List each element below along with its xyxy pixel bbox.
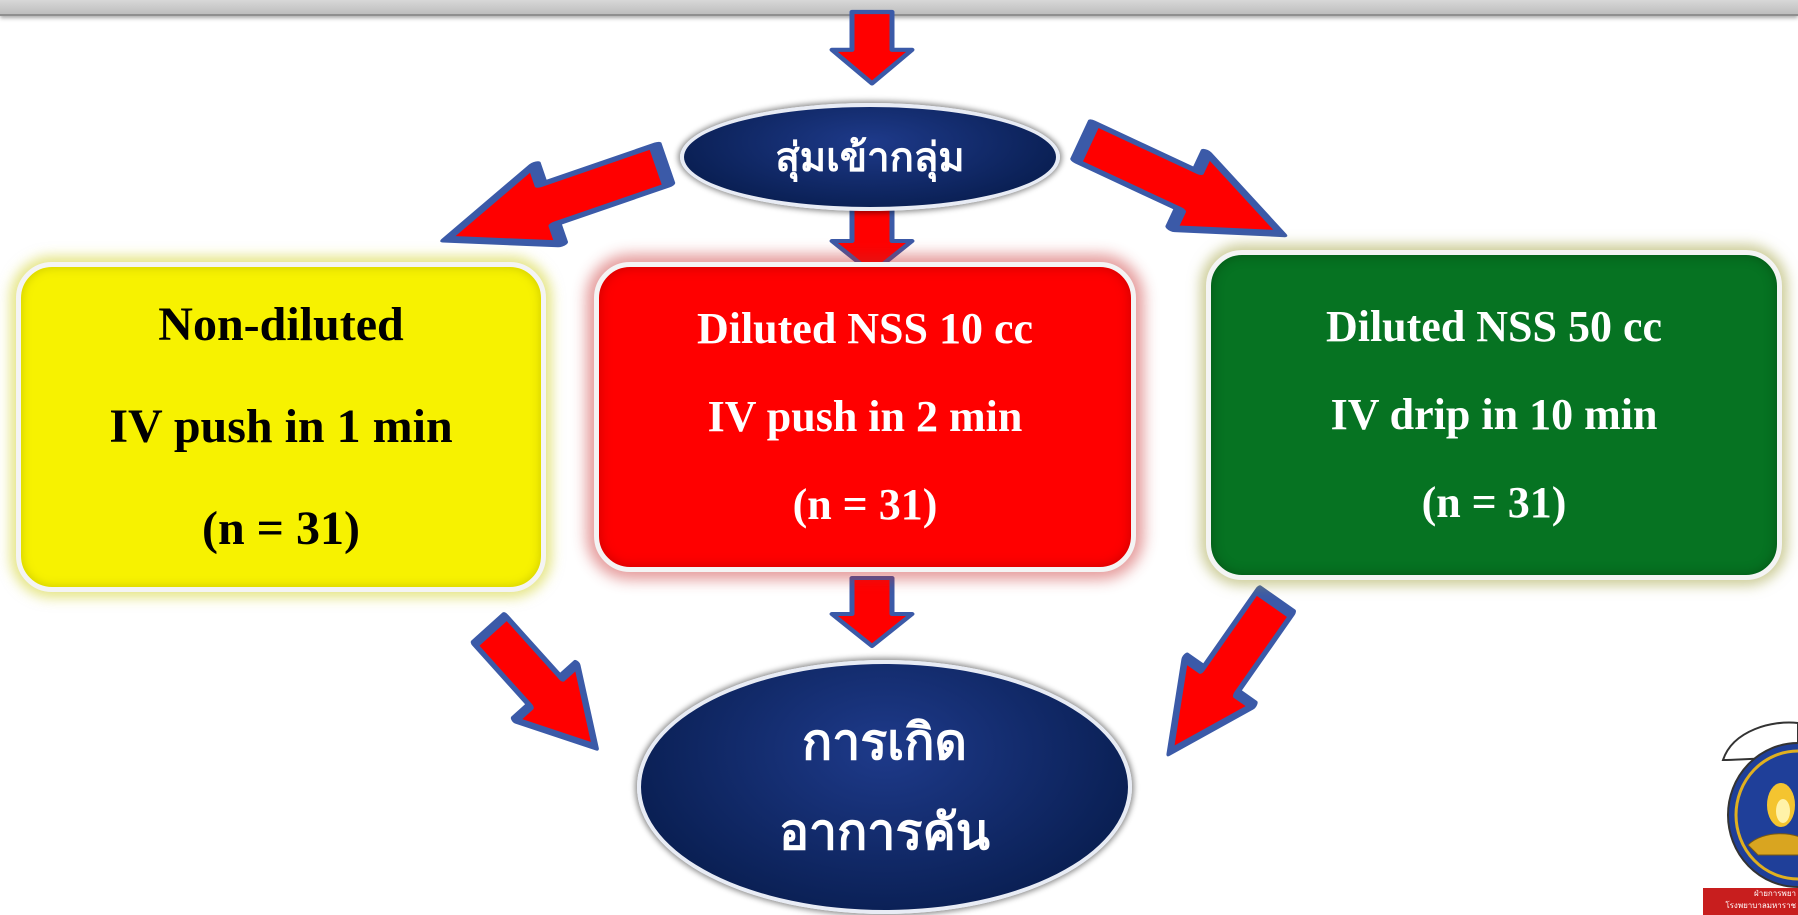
lamp-emblem-icon — [1721, 721, 1798, 888]
randomize-node: สุ่มเข้ากลุ่ม — [680, 103, 1060, 211]
group-2-line-3: (n = 31) — [792, 480, 938, 529]
group-2-line-2: IV push in 2 min — [707, 392, 1023, 441]
group-non-diluted: Non-diluted IV push in 1 min (n = 31) — [16, 262, 546, 592]
group-1-line-2: IV push in 1 min — [109, 400, 453, 453]
group-1-line-1: Non-diluted — [158, 298, 404, 351]
outcome-node: การเกิด อาการคัน — [637, 660, 1132, 914]
outcome-line-1: การเกิด — [801, 713, 968, 771]
top-border-bar — [0, 0, 1798, 16]
arrow-from-middle-group — [832, 578, 912, 646]
group-3-line-3: (n = 31) — [1421, 478, 1567, 527]
logo-caption: ฝ่ายการพยา โรงพยาบาลมหาราช — [1703, 888, 1798, 915]
group-diluted-10cc: Diluted NSS 10 cc IV push in 2 min (n = … — [594, 262, 1136, 572]
group-diluted-50cc: Diluted NSS 50 cc IV drip in 10 min (n =… — [1206, 250, 1782, 580]
randomize-label: สุ่มเข้ากลุ่ม — [775, 135, 965, 181]
group-2-line-1: Diluted NSS 10 cc — [696, 304, 1034, 353]
logo-caption-line-1: ฝ่ายการพยา — [1754, 889, 1796, 898]
group-3-line-1: Diluted NSS 50 cc — [1325, 302, 1663, 351]
logo-caption-line-2: โรงพยาบาลมหาราช — [1725, 901, 1796, 910]
arrow-from-left-group — [459, 602, 627, 775]
group-1-line-3: (n = 31) — [201, 502, 360, 555]
arrow-from-right-group — [1136, 578, 1310, 776]
arrow-to-right-group — [1067, 104, 1299, 272]
arrow-into-randomize — [832, 12, 912, 83]
group-3-line-2: IV drip in 10 min — [1330, 390, 1658, 439]
outcome-line-2: อาการคัน — [779, 803, 990, 861]
arrow-to-left-group — [433, 125, 676, 279]
